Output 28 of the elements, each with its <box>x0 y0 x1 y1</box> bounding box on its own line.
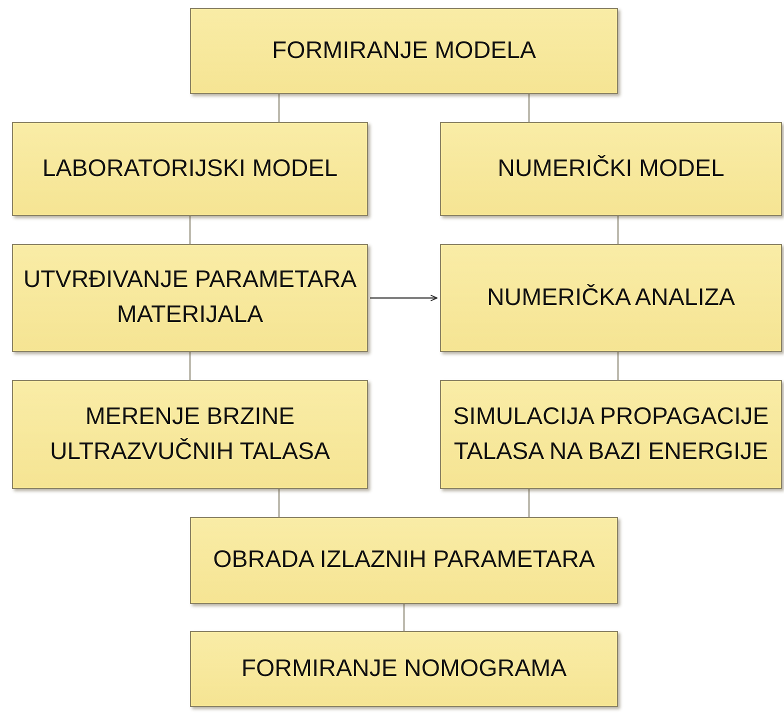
process-box <box>12 244 368 352</box>
process-box <box>190 631 618 707</box>
connector-line <box>528 489 530 517</box>
box-label: MERENJE BRZINE ULTRAZVUČNIH TALASA <box>48 402 332 466</box>
box-label: FORMIRANJE MODELA <box>272 36 536 66</box>
connector-line <box>617 216 619 244</box>
connector-line <box>278 94 280 122</box>
process-box <box>440 380 782 489</box>
connector-line <box>189 352 191 380</box>
box-label: NUMERIČKI MODEL <box>498 154 724 184</box>
box-label: FORMIRANJE NOMOGRAMA <box>241 654 567 684</box>
box-label: OBRADA IZLAZNIH PARAMETARA <box>213 545 595 576</box>
box-label: SIMULACIJA PROPAGACIJE TALASA NA BAZI ENERGIJE <box>452 402 770 466</box>
process-box <box>440 122 782 216</box>
box-label: NUMERIČKA ANALIZA <box>486 282 736 313</box>
box-label: LABORATORIJSKI MODEL <box>42 154 338 184</box>
process-box <box>440 244 782 352</box>
connector-line <box>403 604 405 631</box>
process-box <box>190 517 618 604</box>
arrow <box>370 294 438 302</box>
process-box <box>190 8 618 94</box>
connector-line <box>528 94 530 122</box>
connector-line <box>617 352 619 380</box>
box-label: UTVRĐIVANJE PARAMETARA MATERIJALA <box>22 265 358 330</box>
process-box <box>12 380 368 489</box>
connector-line <box>278 489 280 517</box>
process-box <box>12 122 368 216</box>
connector-line <box>189 216 191 244</box>
